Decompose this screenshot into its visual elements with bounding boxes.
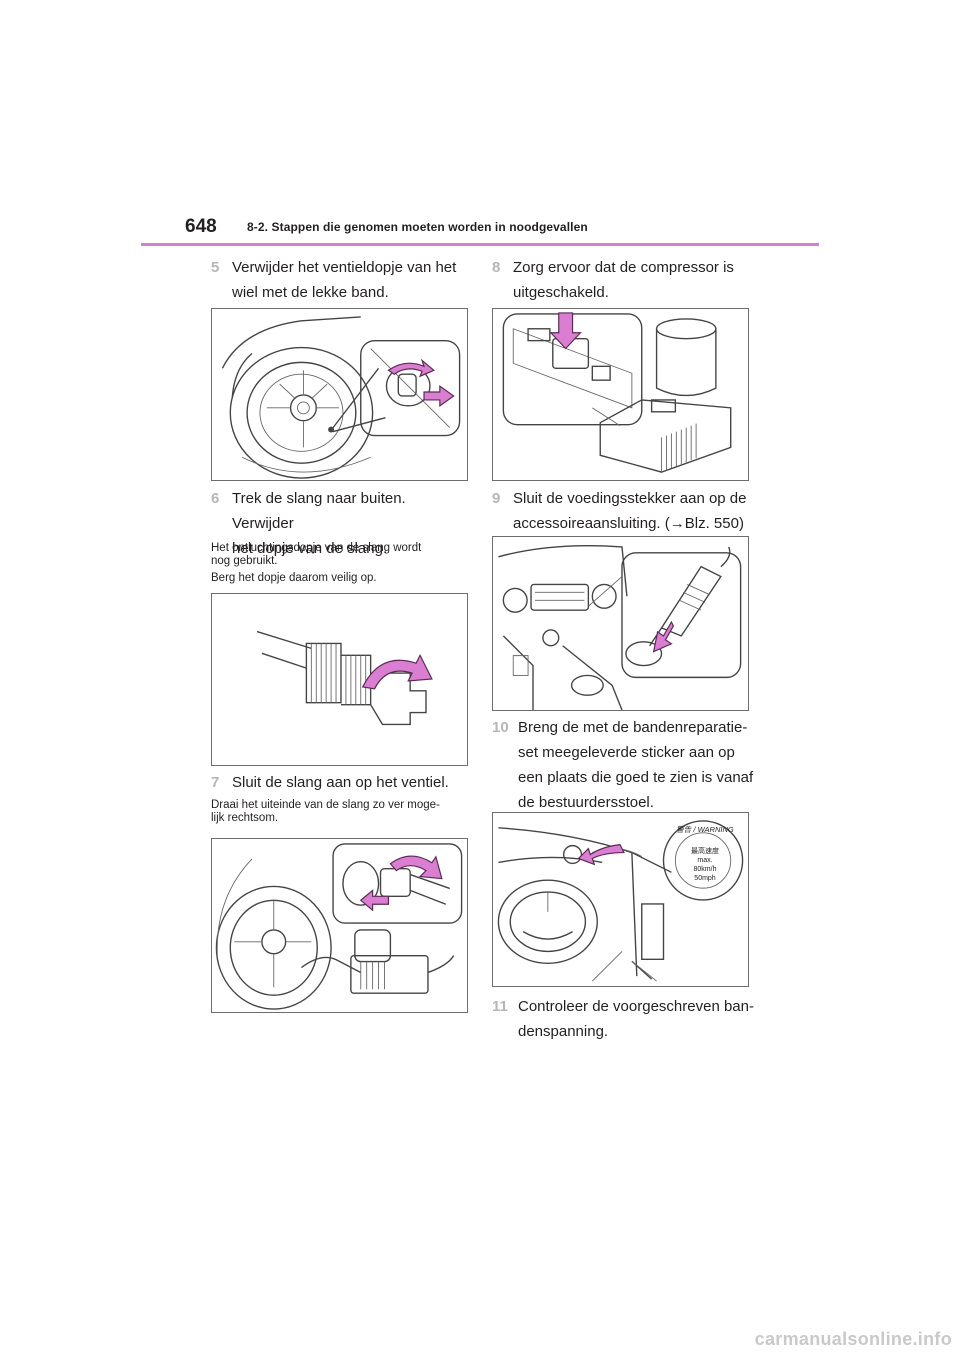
step-text: Sluit de voedingsstekker aan op de acces…: [513, 490, 747, 532]
section-title: 8-2. Stappen die genomen moeten worden i…: [247, 220, 588, 234]
figure-remove-valve-cap: [211, 308, 468, 481]
figure-connect-hose: [211, 838, 468, 1013]
figure-compressor-switch: [492, 308, 749, 481]
step-6-note-1: Het ontluchtingsdopje van de slang wordt…: [211, 542, 422, 567]
sticker-line-4: 50mph: [694, 875, 716, 882]
illustration-accessory-socket: [498, 544, 742, 710]
step-number: 10: [492, 719, 509, 736]
figure-power-plug: [492, 536, 749, 711]
sticker-header-en: WARNING: [697, 825, 734, 834]
step-10: 10 Breng de met de bandenreparatie- set …: [492, 715, 762, 815]
header-divider: [141, 243, 819, 246]
step-number: 5: [211, 259, 220, 276]
step-7: 7 Sluit de slang aan op het ventiel.: [211, 770, 471, 795]
step-5: 5 Verwijder het ventieldopje van het wie…: [211, 255, 471, 305]
step-number: 8: [492, 259, 501, 276]
step-6: 6 Trek de slang naar buiten. Verwijder h…: [211, 486, 471, 557]
figure-warning-sticker: 警告 / WARNING 最高速度 max. 80km/h 50mph: [492, 812, 749, 987]
watermark: carmanualsonline.info: [754, 1329, 952, 1349]
figure-hose-cap: [211, 593, 468, 766]
step-7-note: Draai het uiteinde van de slang zo ver m…: [211, 799, 440, 824]
sticker-line-3: 80km/h: [693, 866, 717, 873]
illustration-hose-on-valve: [215, 843, 463, 1010]
step-number: 7: [211, 774, 220, 791]
step-number: 6: [211, 490, 220, 507]
illustration-sticker-on-dashboard: [497, 820, 744, 982]
step-text: Verwijder het ventieldopje van het wiel …: [232, 259, 457, 301]
warning-sticker: 警告 / WARNING 最高速度 max. 80km/h 50mph: [676, 825, 734, 883]
step-11: 11 Controleer de voorgeschreven ban- den…: [492, 994, 762, 1044]
step-text: Controleer de voorgeschreven ban- denspa…: [518, 998, 754, 1040]
step-9: 9 Sluit de voedingsstekker aan op de acc…: [492, 486, 762, 536]
step-6-note-2: Berg het dopje daarom veilig op.: [211, 572, 377, 584]
step-text: Zorg ervoor dat de compressor is uitgesc…: [513, 259, 734, 301]
step-text: Breng de met de bandenreparatie- set mee…: [518, 719, 754, 811]
sticker-header-jp: 警告: [676, 825, 692, 834]
sticker-line-1: 最高速度: [691, 848, 719, 855]
step-number: 9: [492, 490, 501, 507]
step-8: 8 Zorg ervoor dat de compressor is uitge…: [492, 255, 762, 305]
illustration-hose-cap: [256, 630, 433, 726]
illustration-wheel-valve-cap: [221, 316, 461, 479]
step-text: Sluit de slang aan op het ventiel.: [232, 774, 449, 791]
step-number: 11: [492, 998, 508, 1015]
sticker-line-2: max.: [697, 857, 713, 864]
illustration-compressor-off: [502, 312, 732, 473]
page-number: 648: [185, 216, 217, 237]
step-text: Trek de slang naar buiten. Verwijder het…: [232, 490, 406, 557]
